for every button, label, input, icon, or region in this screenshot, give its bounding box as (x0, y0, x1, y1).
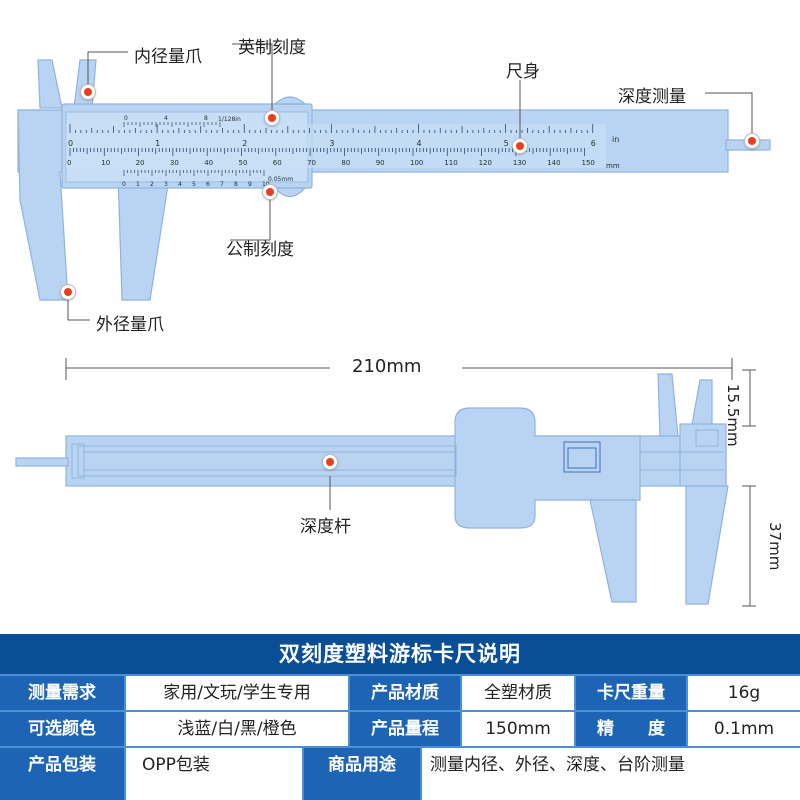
inch-tick-label: 6 (591, 139, 596, 148)
depth-rod-label: 深度杆 (300, 517, 351, 537)
spec-value-colors: 浅蓝/白/黑/橙色 (126, 712, 348, 746)
spec-value-packaging: OPP包装 (126, 748, 302, 800)
inch-tick-label: 4 (416, 139, 421, 148)
main-body-label: 尺身 (506, 62, 540, 82)
spec-key-precision: 精 度 (576, 712, 686, 746)
spec-key-colors: 可选颜色 (0, 712, 124, 746)
vernier-bottom-label: 6 (206, 181, 210, 188)
vernier-bottom-label: 2 (150, 181, 154, 188)
spec-key-usage: 商品用途 (304, 748, 420, 800)
mm-tick-label: 70 (307, 159, 316, 167)
metric-scale-label: 公制刻度 (226, 240, 294, 260)
mm-tick-label: 20 (136, 159, 145, 167)
vernier-top-label: 8 (204, 115, 208, 122)
vernier-bottom-label: 3 (164, 181, 168, 188)
imperial-scale-marker (265, 111, 279, 125)
in-unit-label: in (612, 135, 619, 144)
jaw-bottom-dimension-label: 37mm (766, 522, 784, 571)
inch-tick-label: 2 (242, 139, 247, 148)
vernier-bottom-label: 9 (248, 181, 252, 188)
spec-value-precision: 0.1mm (688, 712, 800, 746)
outer-jaw-label: 外径量爪 (96, 315, 164, 335)
caliper-back-view (15, 358, 756, 607)
outer-jaw-marker (61, 285, 75, 299)
spec-key-weight: 卡尺重量 (576, 676, 686, 710)
mm-tick-label: 60 (273, 159, 282, 167)
spec-value-usage: 测量内径、外径、深度、台阶测量 (422, 748, 800, 800)
spec-key-demand: 测量需求 (0, 676, 124, 710)
inch-tick-label: 0 (68, 139, 73, 148)
jaw-top-dimension-label: 15.5mm (724, 384, 742, 447)
inch-tick-label: 5 (504, 139, 509, 148)
mm-tick-label: 80 (341, 159, 350, 167)
depth-rod-marker (323, 455, 337, 469)
mm-tick-label: 30 (170, 159, 179, 167)
vernier-top-label: 4 (164, 115, 168, 122)
spec-value-demand: 家用/文玩/学生专用 (126, 676, 348, 710)
mm-tick-label: 0 (67, 159, 71, 167)
depth-measure-marker (745, 134, 759, 148)
vernier-bottom-label: 4 (178, 181, 182, 188)
vernier-bottom-label: 0 (122, 181, 126, 188)
mm-tick-label: 90 (376, 159, 385, 167)
mm-tick-label: 120 (479, 159, 492, 167)
depth-measure-label: 深度测量 (618, 87, 686, 107)
vernier-bottom-label: 10 (262, 181, 270, 188)
inch-tick-label: 1 (155, 139, 160, 148)
vernier-bottom-label: 7 (220, 181, 224, 188)
spec-key-material: 产品材质 (350, 676, 460, 710)
mm-unit-label: mm (606, 162, 620, 170)
mm-tick-label: 140 (547, 159, 560, 167)
spec-table: 双刻度塑料游标卡尺说明 测量需求 家用/文玩/学生专用 产品材质 全塑材质 卡尺… (0, 634, 800, 800)
metric-scale-marker (263, 185, 277, 199)
length-dimension-line (65, 358, 756, 607)
spec-value-range: 150mm (462, 712, 574, 746)
spec-key-range: 产品量程 (350, 712, 460, 746)
main-body-marker (513, 139, 527, 153)
mm-tick-label: 130 (513, 159, 526, 167)
vernier-top-label: 0 (124, 115, 128, 122)
vernier-bottom-label: 1 (136, 181, 140, 188)
mm-tick-label: 50 (239, 159, 248, 167)
spec-table-title: 双刻度塑料游标卡尺说明 (0, 634, 800, 674)
mm-tick-label: 10 (101, 159, 110, 167)
inch-tick-label: 3 (329, 139, 334, 148)
vernier-inch-label: 1/128in (218, 116, 241, 123)
mm-tick-label: 100 (410, 159, 423, 167)
spec-value-material: 全塑材质 (462, 676, 574, 710)
spec-key-packaging: 产品包装 (0, 748, 124, 800)
vernier-bottom-label: 8 (234, 181, 238, 188)
inner-jaw-marker (81, 85, 95, 99)
mm-tick-label: 40 (204, 159, 213, 167)
vernier-bottom-label: 5 (192, 181, 196, 188)
length-dimension-label: 210mm (352, 356, 422, 377)
spec-value-weight: 16g (688, 676, 800, 710)
mm-tick-label: 150 (582, 159, 595, 167)
imperial-scale-label: 英制刻度 (238, 38, 306, 58)
inner-jaw-label: 内径量爪 (134, 47, 202, 67)
vernier-mm-label: 0.05mm (268, 176, 293, 183)
mm-tick-label: 110 (444, 159, 457, 167)
